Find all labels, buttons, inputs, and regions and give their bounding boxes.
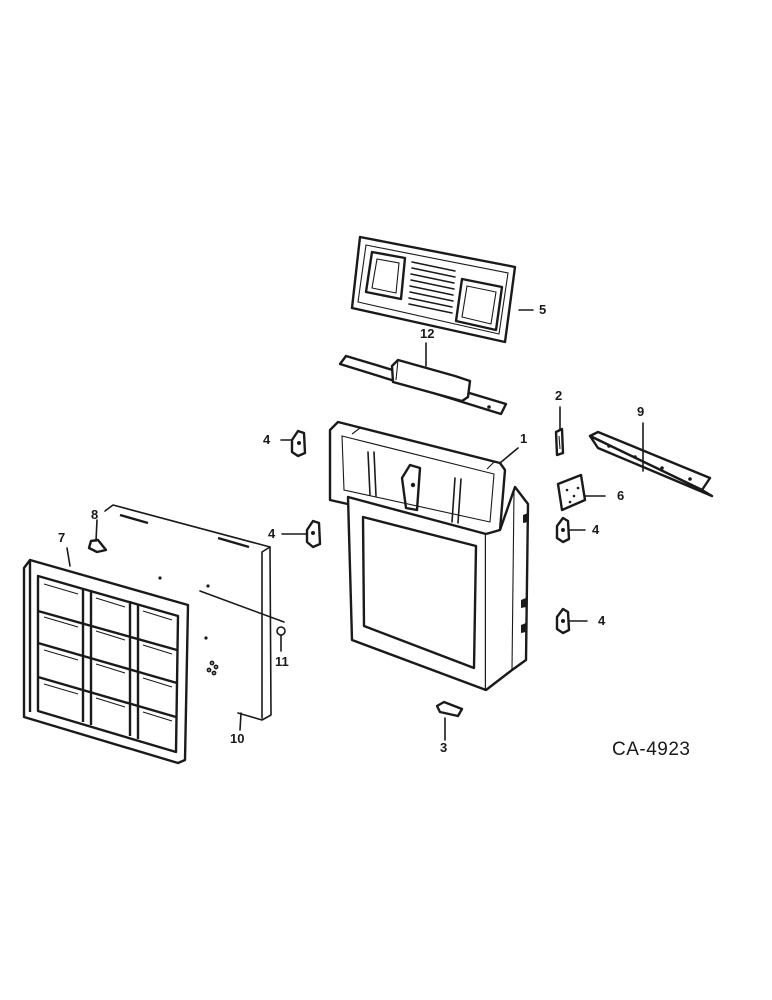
callout-8: 8 <box>91 507 99 522</box>
callout-4-lower-right: 4 <box>598 613 606 628</box>
callout-4-upper-right: 4 <box>592 522 600 537</box>
grille-panel-part <box>350 235 517 344</box>
callout-12: 12 <box>420 326 435 341</box>
callout-11: 11 <box>275 654 289 669</box>
callout-6: 6 <box>617 488 625 503</box>
plate-part <box>556 473 587 512</box>
callout-7: 7 <box>58 530 66 545</box>
callout-5: 5 <box>539 302 547 317</box>
latch-part <box>87 519 108 554</box>
callout-2: 2 <box>555 388 563 403</box>
pin-part <box>276 626 286 652</box>
callout-3: 3 <box>440 740 448 755</box>
grille-frame-part <box>22 558 190 765</box>
mount-clip-part-a <box>290 429 307 458</box>
leader-lines <box>66 309 644 741</box>
block-part <box>435 700 464 718</box>
callout-9: 9 <box>637 404 645 419</box>
mount-clip-part-c <box>555 516 571 544</box>
callout-1: 1 <box>520 431 528 446</box>
drawing-number: CA-4923 <box>612 739 691 760</box>
callout-4-upper-left: 4 <box>263 432 271 447</box>
callout-10: 10 <box>230 731 245 746</box>
radiator-shroud-part <box>328 420 530 692</box>
seal-strip-part <box>338 354 508 416</box>
callout-4-mid-left: 4 <box>268 526 276 541</box>
angle-bracket-part <box>588 430 714 498</box>
clip-part <box>554 427 565 457</box>
mount-clip-part-b <box>305 519 322 549</box>
mount-clip-part-d <box>555 607 571 635</box>
